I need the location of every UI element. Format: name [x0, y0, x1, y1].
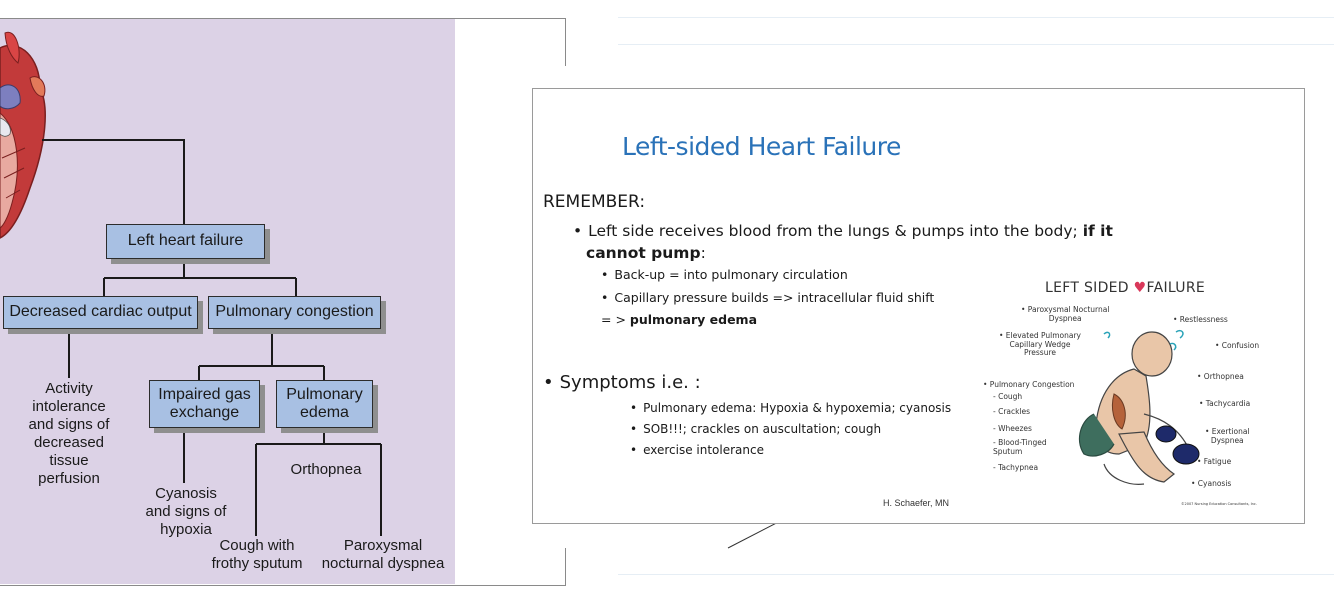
illustration-label-left: • Paroxysmal Nocturnal Dyspnea [1021, 305, 1110, 323]
illustration-label-right: • Cyanosis [1191, 479, 1232, 488]
symptom-item: • exercise intolerance [630, 443, 764, 457]
illustration-label-right: • Confusion [1215, 341, 1260, 350]
symptoms-text: Symptoms i.e. : [559, 372, 701, 393]
text-line: Cyanosis [155, 485, 217, 502]
divider-line [618, 17, 1334, 18]
text-line: and signs of [28, 416, 110, 433]
symptom-text: SOB!!!; crackles on auscultation; cough [643, 422, 882, 436]
illustration-title: LEFT SIDED ♥FAILURE [1045, 280, 1205, 296]
decreased-cardiac-output-box: Decreased cardiac output [3, 296, 198, 329]
paroxysmal-text: Paroxysmal nocturnal dyspnea [313, 537, 453, 573]
sub-bullet-text: Back-up = into pulmonary circulation [614, 267, 848, 282]
illustration-label-left: • Pulmonary Congestion [983, 380, 1075, 389]
impaired-gas-exchange-line2: exchange [169, 404, 240, 421]
decreased-cardiac-output-label: Decreased cardiac output [9, 303, 192, 321]
illustration-label-left: - Tachypnea [993, 463, 1039, 472]
bullet-dot: • [630, 401, 638, 415]
pulmonary-congestion-label: Pulmonary congestion [215, 303, 374, 321]
sub-bullet: • Back-up = into pulmonary circulation [601, 267, 848, 282]
illustration-label-left: - Crackles [993, 407, 1031, 416]
heart-illustration [0, 31, 46, 239]
diagram-connectors [0, 31, 382, 536]
panel-border [0, 585, 566, 586]
slide-title: Left-sided Heart Failure [622, 132, 901, 161]
illustration-label-right: • Exertional Dyspnea [1205, 427, 1250, 445]
orthopnea-text: Orthopnea [276, 461, 376, 479]
illustration-title-a: LEFT SIDED [1045, 280, 1129, 296]
activity-intolerance-text: Activity intolerance and signs of decrea… [19, 380, 119, 488]
sub-bullet-text: Capillary pressure builds => intracellul… [614, 290, 935, 305]
illustration-label-left: - Wheezes [993, 424, 1032, 433]
pulmonary-edema-box: Pulmonary edema [276, 380, 373, 428]
panel-border [0, 18, 566, 19]
cough-text: Cough with frothy sputum [203, 537, 311, 573]
text-line: Cough with [219, 537, 295, 554]
symptom-text: exercise intolerance [643, 443, 764, 457]
left-heart-failure-label: Left heart failure [127, 232, 244, 250]
bullet-dot: • [543, 372, 554, 393]
symptom-item: • Pulmonary edema: Hypoxia & hypoxemia; c… [630, 401, 951, 415]
text-line: and signs of [145, 503, 227, 520]
illustration-label-left: - Cough [993, 392, 1023, 401]
symptom-text: Pulmonary edema: Hypoxia & hypoxemia; cy… [643, 401, 952, 415]
slide-left-sided-heart-failure: Left-sided Heart Failure REMEMBER: • Left… [532, 88, 1305, 524]
bullet-dot: • [630, 422, 638, 436]
bullet-dot: • [573, 222, 583, 240]
sub-bullet: = > pulmonary edema [601, 312, 757, 327]
illustration-label-right: • Orthopnea [1197, 372, 1244, 381]
illustration-label-right: • Fatigue [1197, 457, 1232, 466]
credit-text: H. Schaefer, MN [883, 498, 950, 508]
text-line: Paroxysmal [343, 537, 423, 554]
symptoms-heading: •Symptoms i.e. : [543, 372, 701, 393]
text-line: Orthopnea [290, 461, 362, 478]
text-line: intolerance [32, 398, 106, 415]
bullet-bold-text: if it [1082, 222, 1113, 240]
illustration-copyright: ©2007 Nursing Education Consultants, Inc… [1181, 502, 1257, 506]
left-heart-failure-box: Left heart failure [106, 224, 265, 259]
left-sided-failure-illustration: LEFT SIDED ♥FAILURE • Paroxysmal Nocturn… [979, 274, 1269, 514]
illustration-label-left: • Elevated Pulmonary Capillary Wedge Pre… [999, 331, 1081, 358]
illustration-label-left: - Blood-Tinged Sputum [993, 438, 1047, 456]
text-line: perfusion [38, 470, 100, 487]
illustration-label-right: • Tachycardia [1199, 399, 1251, 408]
illustration-title-b: FAILURE [1146, 280, 1206, 296]
pulmonary-edema-line2: edema [300, 404, 349, 421]
remember-heading: REMEMBER: [543, 192, 646, 212]
panel-border [565, 18, 566, 66]
bullet-bold-text: cannot pump [586, 244, 701, 262]
bullet-dot: • [601, 290, 609, 305]
left-heart-failure-diagram: Left heart failure Decreased cardiac out… [0, 18, 566, 586]
impaired-gas-exchange-line1: Impaired gas [158, 385, 251, 403]
heart-icon: ♥ [1133, 280, 1147, 296]
divider-line [618, 574, 1334, 575]
bullet-text: : [700, 244, 706, 262]
symptom-item: • SOB!!!; crackles on auscultation; cough [630, 422, 881, 436]
sub-bullet: • Capillary pressure builds => intracellu… [601, 290, 934, 305]
impaired-gas-exchange-box: Impaired gas exchange [149, 380, 260, 428]
text-line: hypoxia [160, 521, 212, 538]
panel-border [565, 548, 566, 586]
bullet-left-side: • Left side receives blood from the lungs… [573, 220, 1133, 264]
divider-line [618, 44, 1334, 45]
pulmonary-edema-line1: Pulmonary [286, 385, 363, 403]
cyanosis-text: Cyanosis and signs of hypoxia [136, 485, 236, 539]
text-line: Activity [45, 380, 93, 397]
bullet-text: Left side receives blood from the lungs … [588, 222, 1083, 240]
text-line: nocturnal dyspnea [321, 555, 445, 572]
pulmonary-congestion-box: Pulmonary congestion [208, 296, 381, 329]
bullet-dot: • [630, 443, 638, 457]
text-line: decreased [33, 434, 105, 451]
sub-bullet-text: = > [601, 312, 630, 327]
patient-figure [1079, 329, 1200, 485]
sub-bullet-bold: pulmonary edema [629, 312, 758, 327]
text-line: frothy sputum [211, 555, 303, 572]
illustration-label-right: • Restlessness [1173, 315, 1228, 324]
text-line: tissue [49, 452, 89, 469]
bullet-dot: • [601, 267, 609, 282]
